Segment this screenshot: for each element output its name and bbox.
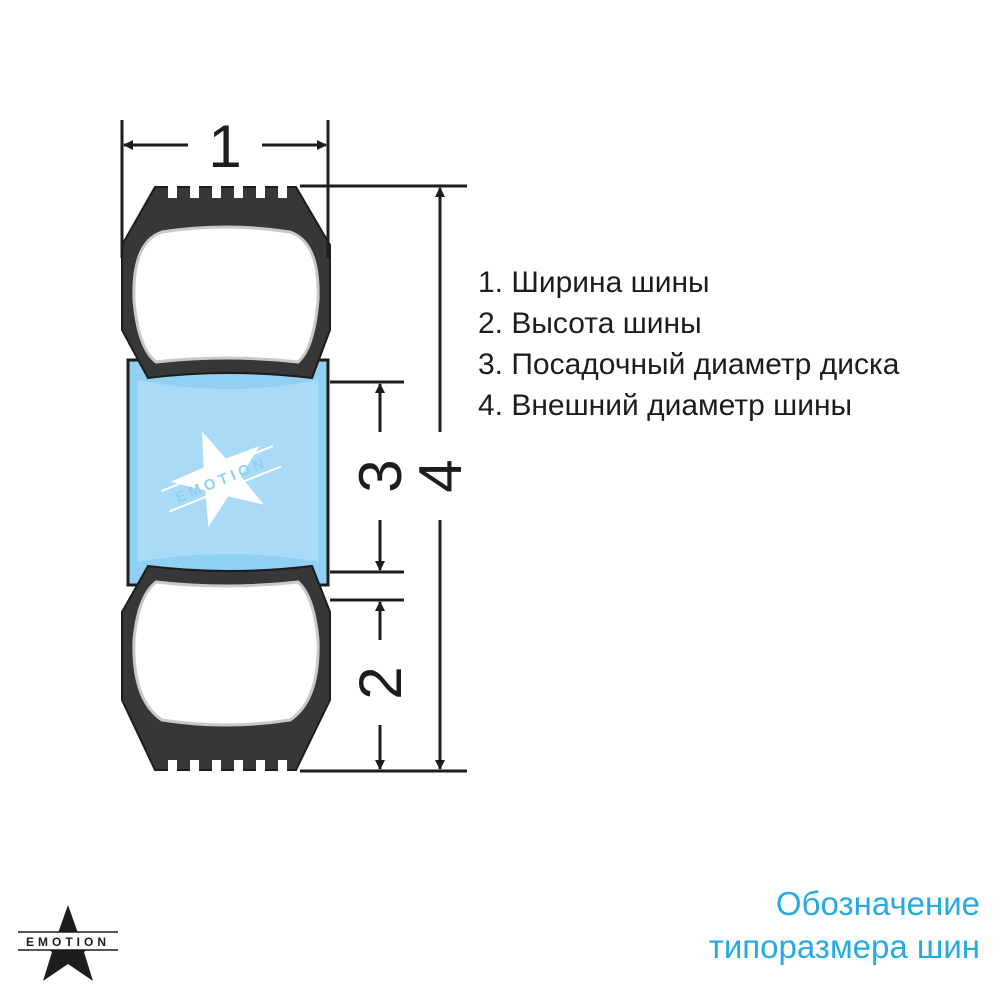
tire-upper [121,184,331,380]
star-icon [170,431,264,528]
caption-line-1: Обозначение [776,885,980,922]
dimension-label-2: 2 [347,666,414,699]
logo-text: EMOTION [26,935,110,949]
tread-grooves-top [168,184,287,198]
caption-line-2: типоразмера шин [709,928,980,965]
dimension-label-1: 1 [208,113,241,180]
caption: Обозначение типоразмера шин [709,885,980,965]
dimension-section-height: 2 [347,601,414,770]
tire-cross-section: EMOTION [121,184,331,774]
legend-item-rim-diameter: 3. Посадочный диаметр диска [478,348,900,381]
extension-lines [300,184,467,773]
dimension-overall-diameter: 4 [407,187,474,770]
dimension-label-3: 3 [347,459,414,492]
legend-item-outer-diameter: 4. Внешний диаметр шины [478,389,852,422]
tread-grooves-bottom [168,760,287,774]
dimension-rim-diameter: 3 [347,383,414,571]
legend: 1. Ширина шины 2. Высота шины 3. Посадоч… [478,266,900,422]
logo: EMOTION [18,905,118,981]
legend-item-width: 1. Ширина шины [478,266,710,299]
dimension-width: 1 [120,113,330,258]
legend-item-height: 2. Высота шины [478,307,702,340]
tire-lower [121,564,331,774]
dimension-label-4: 4 [407,459,474,492]
